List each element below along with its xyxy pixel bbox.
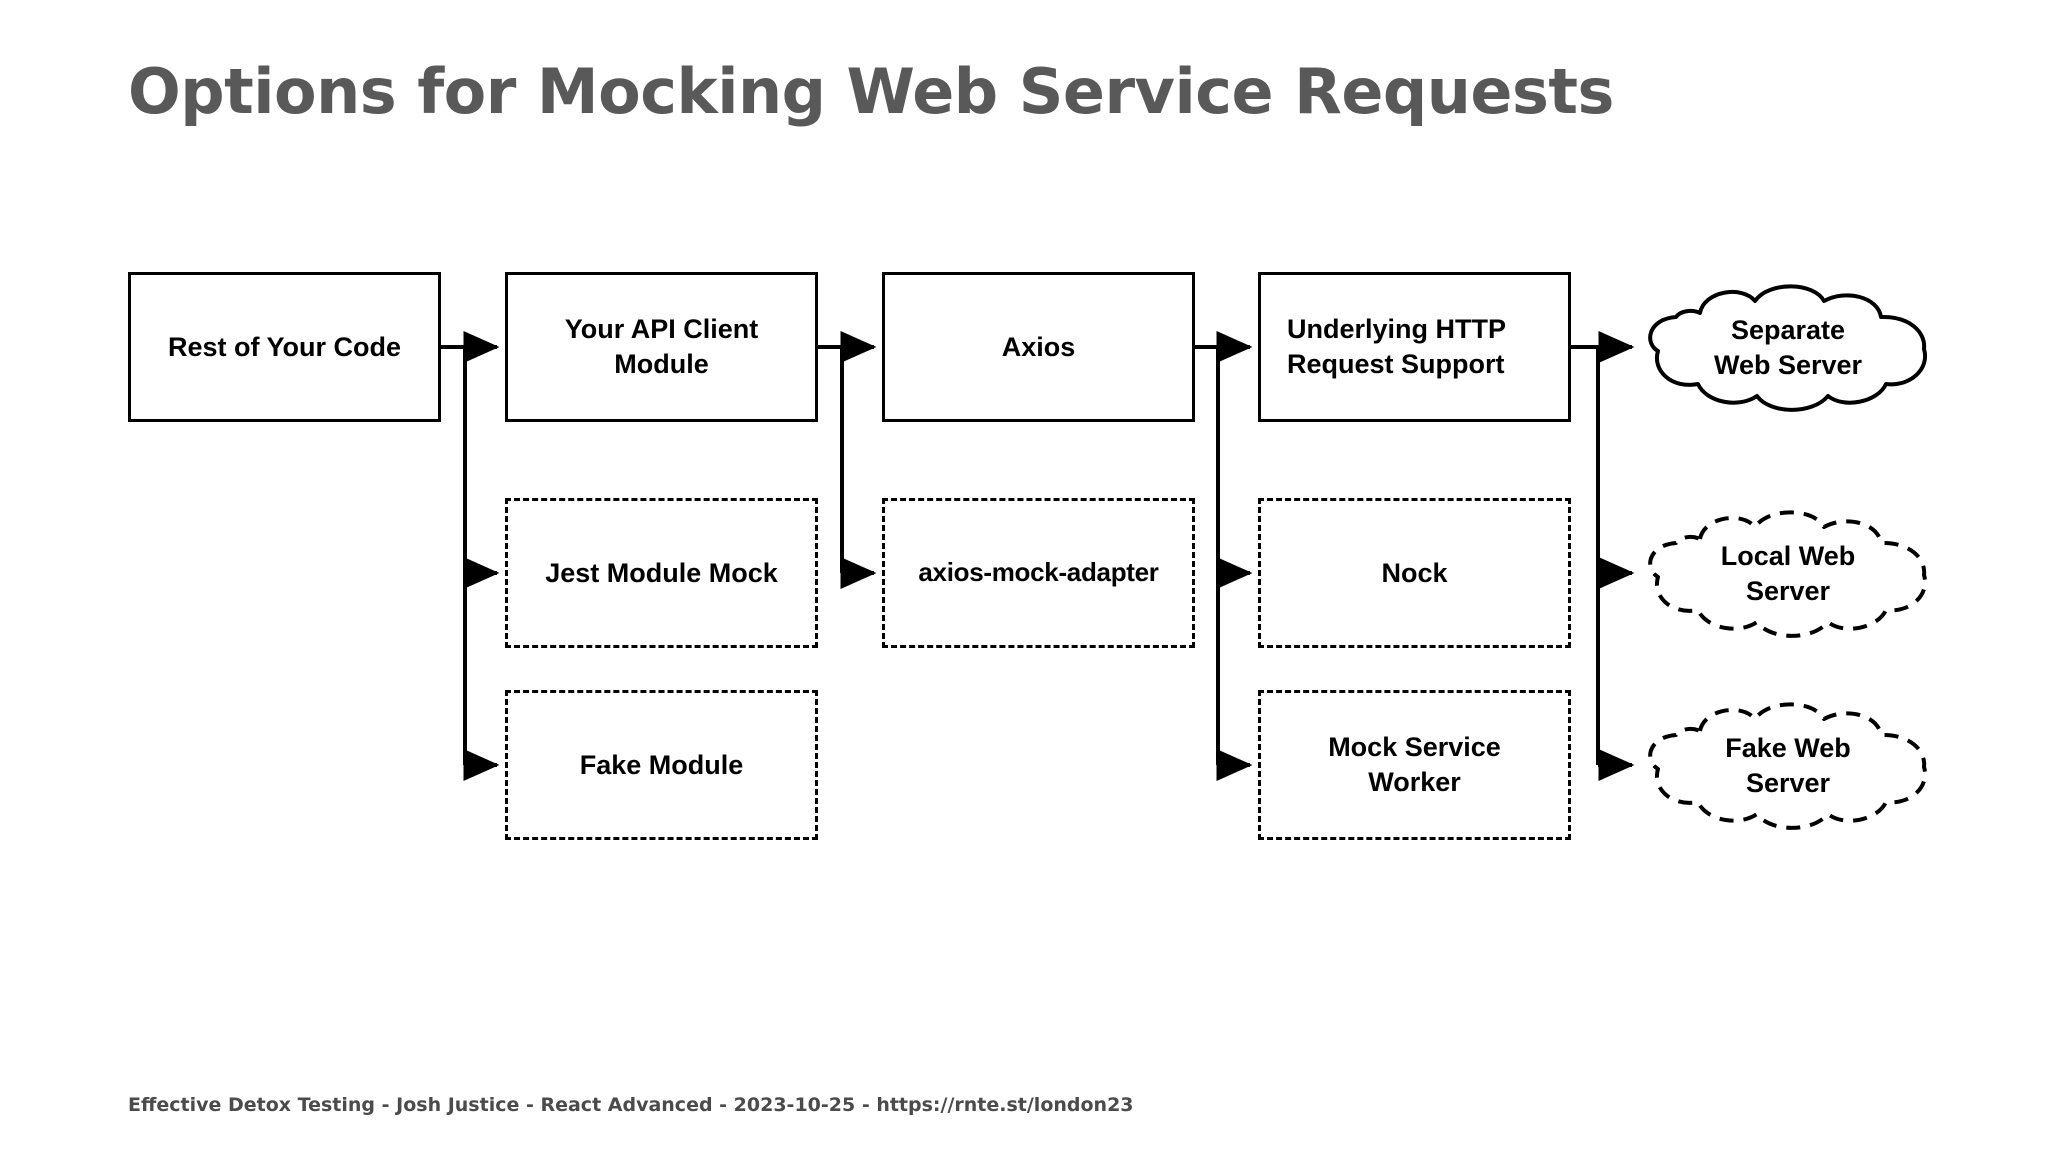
cloud-shape-icon [1648,284,1928,412]
node-separate-web-server[interactable]: Separate Web Server [1638,283,1938,413]
node-label: Fake Module [579,749,744,780]
node-label: Underlying HTTP Request Support [1287,314,1507,379]
node-mock-service-worker[interactable]: Mock Service Worker [1258,690,1571,840]
node-label: Your API Client Module [564,314,759,379]
page-title: Options for Mocking Web Service Requests [128,55,1614,128]
node-label: Nock [1381,557,1448,588]
node-jest-module-mock[interactable]: Jest Module Mock [505,498,818,648]
node-fake-web-server[interactable]: Fake Web Server [1638,701,1938,831]
node-label: Mock Service Worker [1328,732,1501,797]
node-nock[interactable]: Nock [1258,498,1571,648]
node-label: Separate Web Server [1713,315,1863,380]
cloud-shape-icon [1648,510,1928,638]
node-axios-mock-adapter[interactable]: axios-mock-adapter [882,498,1195,648]
node-fake-module[interactable]: Fake Module [505,690,818,840]
node-label: axios-mock-adapter [918,557,1159,588]
node-local-web-server[interactable]: Local Web Server [1638,509,1938,639]
node-underlying-http-request-support[interactable]: Underlying HTTP Request Support [1258,272,1571,422]
node-label: Axios [1001,331,1076,362]
node-label: Fake Web Server [1725,733,1851,798]
node-label: Local Web Server [1720,541,1856,606]
node-your-api-client-module[interactable]: Your API Client Module [505,272,818,422]
node-rest-of-your-code[interactable]: Rest of Your Code [128,272,441,422]
node-label: Rest of Your Code [167,331,402,362]
cloud-shape-icon [1648,702,1928,830]
slide-footer: Effective Detox Testing - Josh Justice -… [128,1094,1134,1116]
node-label: Jest Module Mock [545,557,778,588]
node-axios[interactable]: Axios [882,272,1195,422]
